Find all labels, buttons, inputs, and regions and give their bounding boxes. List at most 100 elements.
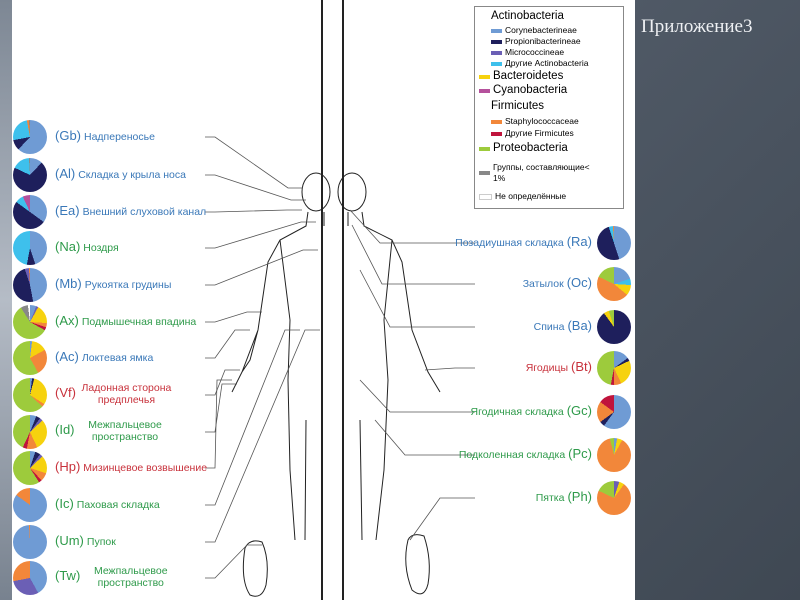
legend-label: Группы, составляющие< 1%	[493, 162, 590, 183]
site-label: (Hp)Мизинцевое возвышение	[55, 459, 207, 474]
legend-label: Cyanobacteria	[493, 84, 568, 96]
connector-line	[205, 379, 232, 469]
legend-label: Corynebacterineae	[505, 25, 577, 35]
site-label: (Ac)Локтевая ямка	[55, 349, 153, 364]
site-label: Затылок(Oc)	[523, 275, 592, 290]
legend-swatch	[479, 146, 490, 151]
pie-chart	[13, 231, 47, 265]
legend-label: Staphylococcaceae	[505, 116, 579, 126]
pie-chart	[13, 488, 47, 522]
site-code: (Ea)	[55, 203, 80, 218]
pie-chart	[13, 268, 47, 302]
connector-line	[205, 329, 320, 543]
site-name: Ягодицы	[525, 362, 569, 374]
site-name: Паховая складка	[76, 499, 160, 511]
site-code: (Vf)	[55, 384, 76, 400]
connector-line	[205, 329, 250, 359]
site-name: Межпальцевое пространство	[88, 419, 162, 443]
connector-line	[205, 249, 318, 286]
site-name: Подмышечная впадина	[81, 316, 197, 328]
pie-chart	[597, 481, 631, 515]
site-label: Позадиушная складка(Ra)	[455, 234, 592, 249]
site-label: (Mb)Рукоятка грудины	[55, 276, 171, 291]
connector-line	[424, 367, 475, 371]
pie-chart	[13, 561, 47, 595]
connector-line	[205, 544, 262, 579]
legend-item: Staphylococcaceae	[491, 116, 579, 127]
site-name: Пупок	[86, 536, 116, 548]
site-label: (Ic)Паховая складка	[55, 496, 160, 511]
connector-line	[205, 221, 316, 249]
site-label: (Ax)Подмышечная впадина	[55, 313, 196, 328]
legend-swatch	[479, 88, 490, 93]
legend-label: Не определённые	[495, 191, 567, 201]
site-name: Ноздря	[83, 242, 119, 254]
connector-line	[205, 369, 240, 396]
connector-line	[351, 224, 475, 285]
site-name: Складка у крыла носа	[78, 169, 186, 181]
site-code: (Bt)	[571, 359, 592, 374]
site-name: Межпальцевое пространство	[93, 565, 168, 589]
pie-chart	[13, 451, 47, 485]
connector-line	[205, 209, 302, 213]
legend-item: Другие Firmicutes	[491, 128, 574, 139]
site-code: (Na)	[55, 239, 81, 254]
legend-group-firmicutes: Firmicutes	[491, 100, 545, 112]
pie-chart	[13, 378, 47, 412]
site-name: Локтевая ямка	[81, 352, 154, 364]
connector-line	[409, 497, 475, 541]
legend-item: Corynebacterineae	[491, 25, 577, 36]
site-name: Рукоятка грудины	[84, 279, 172, 291]
legend-item: Не определённые	[479, 191, 566, 202]
pie-chart	[13, 415, 47, 449]
site-label: (Tw)Межпальцевое пространство	[55, 565, 178, 589]
site-name: Подколенная складка	[458, 449, 566, 461]
connector-line	[349, 209, 475, 244]
site-code: (Pc)	[568, 446, 592, 461]
site-name: Позадиушная складка	[455, 237, 564, 249]
legend-label: Propionibacterineae	[505, 36, 581, 46]
legend-label: Bacteroidetes	[493, 70, 564, 82]
legend-label: Другие Firmicutes	[505, 128, 574, 138]
front-body-outline	[231, 172, 331, 541]
legend-item: Micrococcineae	[491, 47, 564, 58]
legend-item: Другие Actinobacteria	[491, 58, 588, 69]
site-label: (Na)Ноздря	[55, 239, 119, 254]
pie-chart	[13, 158, 47, 192]
legend-group-actinobacteria: Actinobacteria	[491, 10, 564, 22]
site-label: Ягодичная складка(Gc)	[471, 403, 593, 418]
site-name: Пятка	[535, 492, 565, 504]
site-label: (Vf)Ладонная сторона предплечья	[55, 382, 174, 406]
site-label: (Id)Межпальцевое пространство	[55, 419, 173, 443]
connector-lines	[205, 136, 475, 579]
site-name: Затылок	[522, 278, 564, 290]
connector-line	[205, 174, 306, 201]
legend-swatch	[491, 50, 502, 55]
connector-line	[359, 379, 475, 413]
pie-chart	[597, 310, 631, 344]
pie-chart	[13, 305, 47, 339]
site-code: (Ra)	[566, 234, 592, 249]
pie-chart	[13, 120, 47, 154]
connector-line	[374, 419, 475, 456]
legend-item: Propionibacterineae	[491, 36, 581, 47]
feet-outlines	[242, 534, 430, 597]
connector-line	[359, 269, 475, 328]
legend-swatch	[479, 171, 490, 175]
site-code: (Ph)	[567, 489, 592, 504]
site-code: (Ba)	[567, 318, 592, 333]
site-label: (Gb)Надпереносье	[55, 128, 155, 143]
pie-chart	[597, 267, 631, 301]
site-name: Ягодичная складка	[470, 406, 564, 418]
legend-item: Proteobacteria	[479, 142, 568, 155]
site-code: (Um)	[55, 533, 84, 548]
legend-label: Micrococcineae	[505, 47, 565, 57]
pie-chart	[597, 438, 631, 472]
legend-swatch	[491, 131, 502, 136]
legend-item: Cyanobacteria	[479, 84, 567, 97]
legend: Actinobacteria Firmicutes Corynebacterin…	[474, 6, 624, 209]
site-code: (Mb)	[55, 276, 82, 291]
legend-swatch	[479, 193, 492, 200]
site-label: Спина(Ba)	[534, 318, 592, 333]
